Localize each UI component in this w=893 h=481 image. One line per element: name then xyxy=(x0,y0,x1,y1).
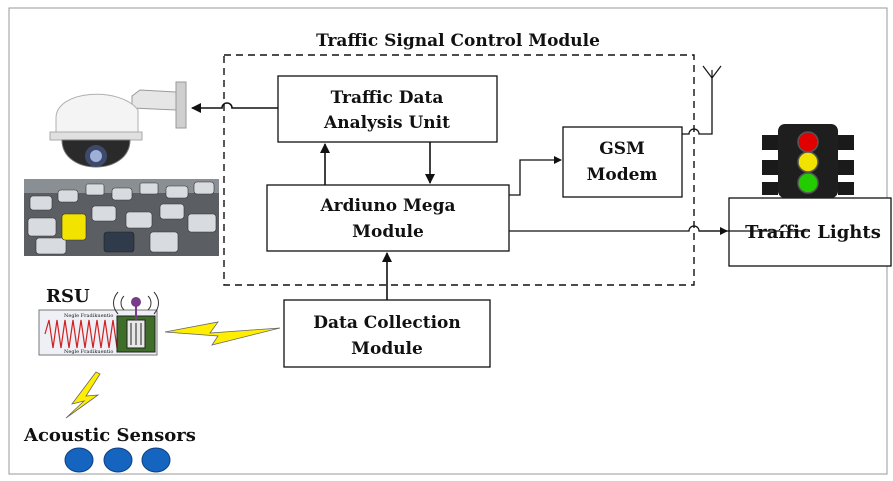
camera-icon xyxy=(49,81,187,168)
sensor-dot-icon xyxy=(141,447,171,473)
arduino-label-1: Ardiuno Mega xyxy=(319,196,455,216)
module-title: Traffic Signal Control Module xyxy=(316,31,600,51)
traffic-signal-icon xyxy=(762,124,854,198)
sensor-dots xyxy=(64,447,171,473)
rsu-label: RSU xyxy=(46,286,90,307)
arrow-analysis-to-camera xyxy=(191,102,278,113)
line-gsm-to-antenna xyxy=(682,78,713,135)
gsm-block: GSM Modem xyxy=(562,126,683,198)
arrow-arduino-to-gsm xyxy=(509,156,562,196)
traffic-lights-block: Traffic Lights xyxy=(728,197,892,267)
traffic-photo xyxy=(24,179,219,256)
rsu-device-icon: Negle Fradikuentio Negle Fradikuentio xyxy=(38,291,159,356)
line-arduino-to-lights-a xyxy=(509,225,810,232)
data-collection-block: Data Collection Module xyxy=(283,299,491,368)
arduino-label-2: Module xyxy=(352,222,424,242)
acoustic-sensors-label: Acoustic Sensors xyxy=(23,425,196,446)
arduino-block: Ardiuno Mega Module xyxy=(266,184,510,252)
lightning-icon xyxy=(164,321,281,346)
data-collection-label-1: Data Collection xyxy=(313,313,461,333)
analysis-unit-label-2: Analysis Unit xyxy=(323,113,450,133)
gsm-label-2: Modem xyxy=(587,165,658,185)
wave-caption-bottom: Negle Fradikuentio xyxy=(64,349,113,355)
sensor-dot-icon xyxy=(103,447,133,473)
analysis-unit-block: Traffic Data Analysis Unit xyxy=(277,75,498,143)
wave-caption-top: Negle Fradikuentio xyxy=(64,313,113,319)
analysis-unit-label-1: Traffic Data xyxy=(331,88,444,108)
gsm-label-1: GSM xyxy=(599,139,645,159)
data-collection-label-2: Module xyxy=(351,339,423,359)
sensor-dot-icon xyxy=(64,447,94,473)
lightning-icon-sensors xyxy=(65,371,101,419)
control-module-boundary xyxy=(223,54,695,286)
traffic-lights-label: Traffic Lights xyxy=(745,222,881,243)
antenna-icon xyxy=(702,65,722,79)
